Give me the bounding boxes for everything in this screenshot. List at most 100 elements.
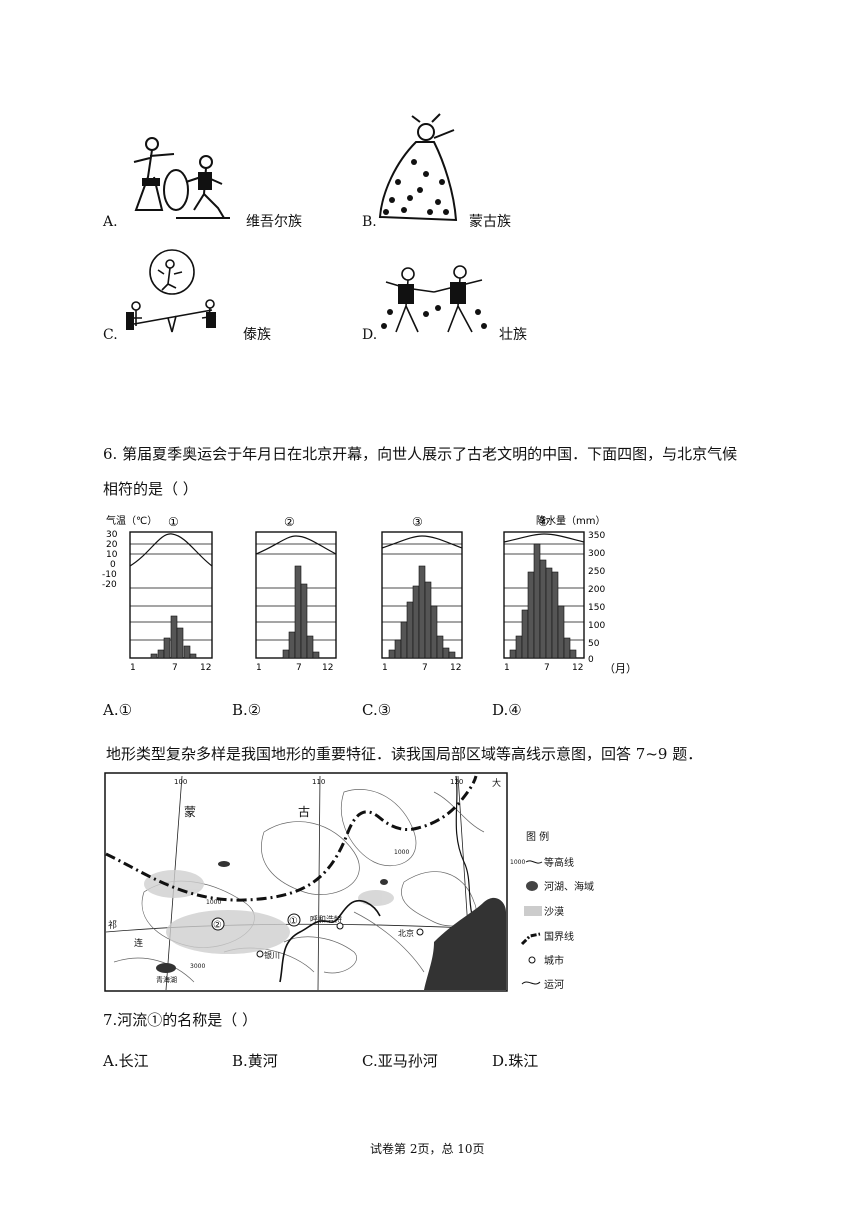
x-tick: 7 (422, 663, 428, 673)
temp-tick: -10 (102, 570, 117, 580)
climate-charts: 气温（℃） 降水量（mm） ① 30 20 10 0 -10 -20 1 7 1… (102, 514, 637, 675)
legend-item-desert: 沙漠 (544, 906, 564, 918)
legend-item-lake: 河湖、海域 (544, 880, 594, 893)
map-contour-3000: 3000 (190, 963, 205, 970)
q5-option-a-letter[interactable]: A. (103, 214, 118, 230)
map-marker-2: ② (213, 920, 222, 931)
q5-option-d-label: 壮族 (499, 327, 527, 343)
precip-tick: 50 (588, 639, 600, 649)
q6-stem-line1: 6. 第届夏季奥运会于年月日在北京开幕，向世人展示了古老文明的中国．下面四图，与… (103, 445, 738, 463)
legend-desert-symbol (524, 906, 542, 916)
x-tick: 7 (296, 663, 302, 673)
uyghur-dance-picture (133, 137, 230, 219)
q5-option-d-letter[interactable]: D. (362, 327, 378, 343)
map-label-da: 大 (492, 777, 501, 789)
temp-tick: 0 (110, 560, 116, 570)
panel-1-label: ① (168, 515, 179, 529)
map-contour-1000b: 1000 (394, 849, 409, 856)
climate-panel-3: ③ 1 7 12 (381, 515, 463, 673)
q7-option-d[interactable]: D.珠江 (492, 1052, 538, 1070)
q5-option-b-letter[interactable]: B. (362, 214, 377, 230)
precip-tick: 150 (588, 603, 605, 613)
x-tick: 7 (544, 663, 550, 673)
legend-item-contour: 等高线 (544, 856, 574, 869)
x-tick: 1 (504, 663, 510, 673)
x-tick: 12 (322, 663, 333, 673)
q7-option-d-letter: D. (492, 1052, 509, 1070)
panel-4-label: ④ (538, 515, 549, 529)
precip-tick: 200 (588, 585, 605, 595)
q7-option-b[interactable]: B.黄河 (232, 1052, 278, 1070)
panel-3-label: ③ (412, 515, 423, 529)
x-tick: 7 (172, 663, 178, 673)
map-label-left1: 祁 (108, 919, 117, 931)
panel-2-label: ② (284, 515, 295, 529)
q6-option-c-letter: C. (362, 701, 378, 719)
q6-option-c-label: ③ (377, 701, 392, 719)
precip-tick: 100 (588, 621, 605, 631)
legend-item-city: 城市 (544, 954, 564, 967)
map-legend: 图 例 1000 等高线 河湖、海域 沙漠 国界线 城市 运河 (510, 830, 594, 991)
q6-option-d-letter: D. (492, 701, 509, 719)
x-tick: 1 (130, 663, 136, 673)
x-tick: 12 (200, 663, 211, 673)
q5-option-a-label: 维吾尔族 (246, 214, 302, 230)
map-marker-1: ① (289, 916, 298, 927)
q7-option-a[interactable]: A.长江 (103, 1052, 149, 1070)
dai-dance-picture (126, 249, 217, 333)
legend-canal-symbol (521, 981, 541, 985)
q5-option-c-letter[interactable]: C. (103, 327, 118, 343)
map-label-meng: 蒙 (184, 805, 196, 819)
precip-tick: 350 (588, 531, 605, 541)
temp-tick: 20 (106, 540, 118, 550)
month-unit: （月） (604, 662, 637, 675)
precip-tick: 0 (588, 655, 594, 665)
q6-option-c[interactable]: C.③ (362, 701, 391, 719)
legend-title: 图 例 (526, 830, 549, 843)
temp-tick: 10 (106, 550, 118, 560)
q5-option-b-label: 蒙古族 (469, 214, 511, 230)
map-lon-110: 110 (312, 778, 325, 786)
q6-option-a-letter: A. (103, 701, 119, 719)
map-label-huhehaote: 呼和浩特 (310, 914, 342, 924)
q5-option-c-label: 傣族 (243, 327, 271, 343)
climate-panel-2: ② 1 7 12 (255, 515, 337, 673)
map-label-yinchuan: 银川 (264, 950, 280, 960)
map-lon-100: 100 (174, 778, 187, 786)
temp-axis-title: 气温（℃） (106, 514, 157, 527)
q7-option-a-letter: A. (103, 1052, 119, 1070)
map-lon-120: 120 (450, 778, 463, 786)
precip-axis-ticks: 350 300 250 200 150 100 50 0 （月） (588, 531, 637, 675)
q6-option-d[interactable]: D.④ (492, 701, 522, 719)
x-tick: 1 (382, 663, 388, 673)
q6-option-b-label: ② (247, 701, 262, 719)
climate-panel-1: ① (129, 515, 213, 659)
q7-option-a-label: 长江 (118, 1052, 149, 1070)
q6-option-a-label: ① (118, 701, 133, 719)
x-tick: 12 (572, 663, 583, 673)
temp-tick: -20 (102, 580, 117, 590)
temp-tick: 30 (106, 530, 118, 540)
q6-stem-line2: 相符的是（ ） (103, 480, 198, 498)
legend-item-border: 国界线 (544, 930, 574, 943)
q7-stem: 7.河流①的名称是（ ） (103, 1011, 258, 1029)
q7-option-c-label: 亚马孙河 (377, 1052, 438, 1070)
precip-tick: 250 (588, 567, 605, 577)
x-tick: 12 (450, 663, 461, 673)
q6-option-b-letter: B. (232, 701, 248, 719)
temp-axis-ticks: 30 20 10 0 -10 -20 (102, 530, 118, 590)
legend-border-symbol (520, 932, 541, 946)
map-contour-1000a: 1000 (206, 899, 221, 906)
intro-7-9: 地形类型复杂多样是我国地形的重要特征．读我国局部区域等高线示意图，回答 7~9 … (106, 745, 703, 763)
q6-option-b[interactable]: B.② (232, 701, 261, 719)
q7-option-b-label: 黄河 (247, 1052, 278, 1070)
mongol-dance-picture (378, 113, 458, 222)
contour-map: 蒙 古 100 110 120 1000 1000 3000 呼和浩特 北京 银… (104, 772, 508, 992)
map-label-qinghai: 青海湖 (156, 975, 177, 984)
q7-option-c[interactable]: C.亚马孙河 (362, 1052, 438, 1070)
q6-option-a[interactable]: A.① (103, 701, 132, 719)
zhuang-dance-picture (381, 265, 487, 333)
legend-lake-symbol (526, 881, 538, 891)
climate-panel-4: ④ 1 7 12 (503, 515, 585, 673)
precip-tick: 300 (588, 549, 605, 559)
